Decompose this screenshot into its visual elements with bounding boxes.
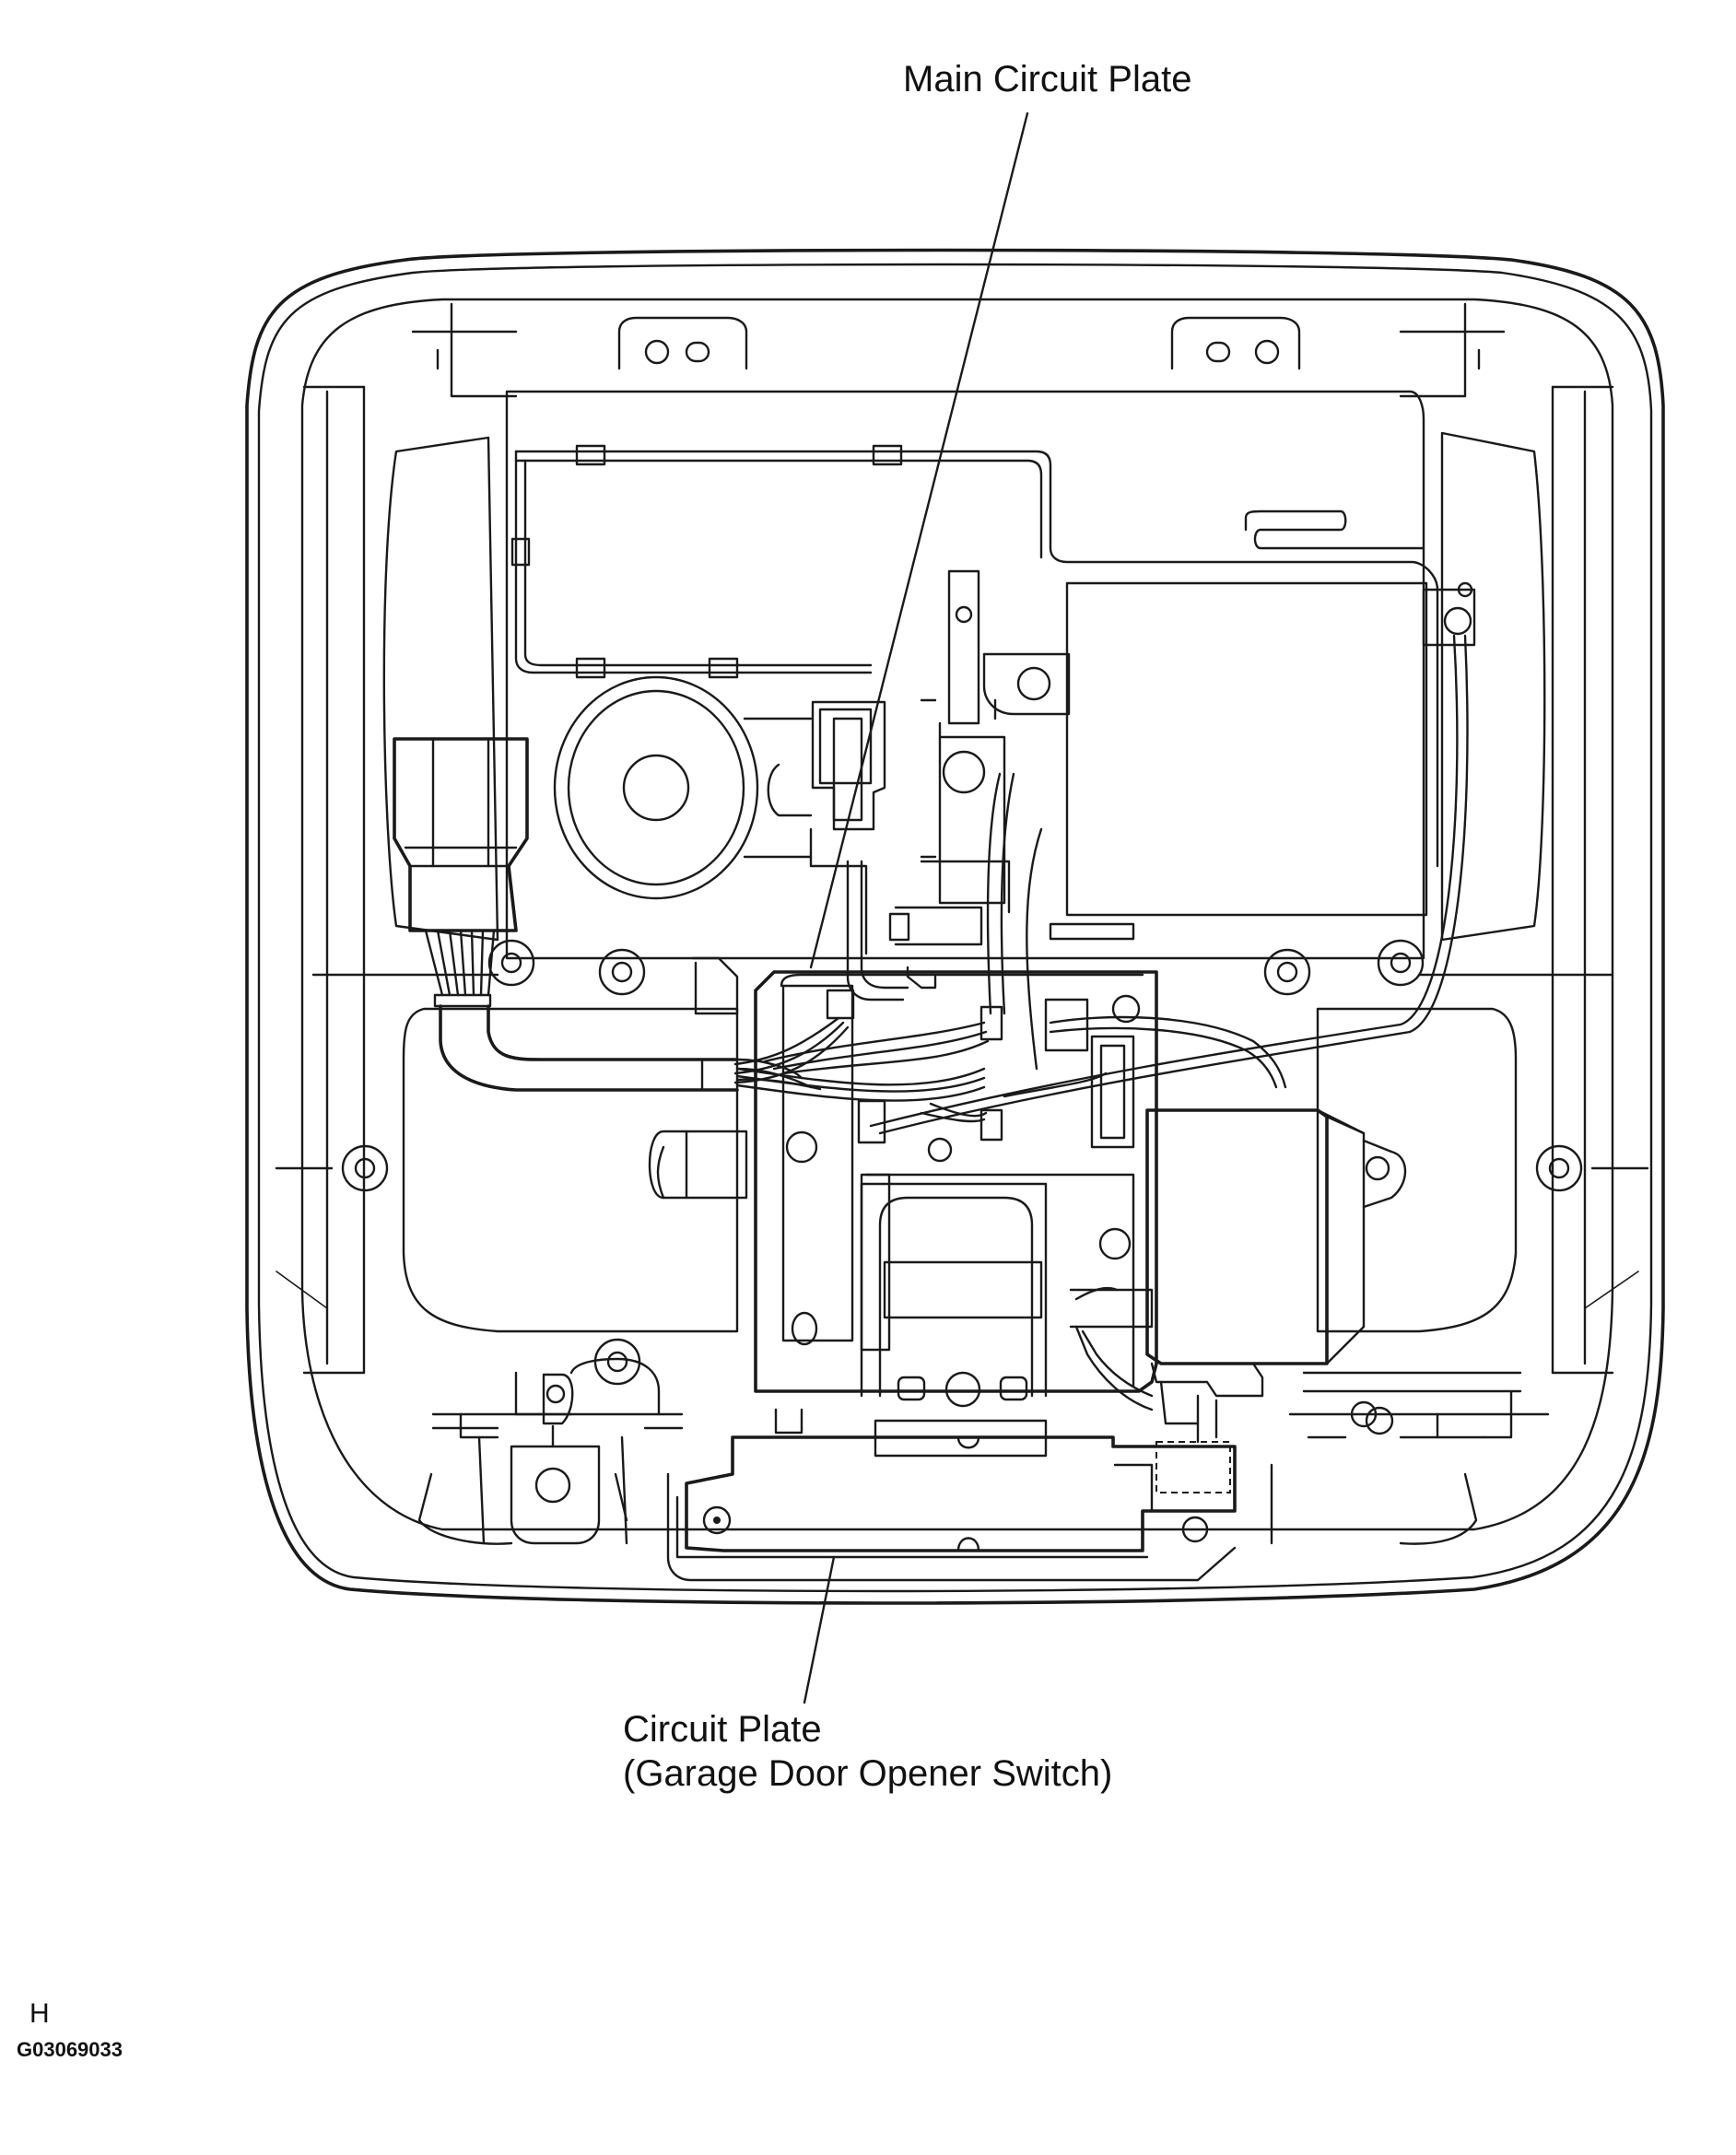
gdo-label-line-1: Circuit Plate — [623, 1709, 822, 1750]
lower-right-lamp — [1316, 1007, 1518, 1333]
main-circuit-plate — [754, 966, 1158, 1458]
console-housing — [245, 248, 1665, 1605]
wire-harness — [733, 634, 1469, 1135]
bottom-right-bracket — [459, 1371, 1550, 1545]
bottom-left-bracket — [417, 1357, 684, 1545]
main-circuit-plate-label: Main Circuit Plate — [903, 59, 1192, 100]
leader-lines — [803, 111, 1029, 1704]
gdo-circuit-plate — [666, 1435, 1237, 1582]
upper-switch-assembly — [767, 569, 1071, 955]
figure-id: G03069033 — [17, 2038, 123, 2061]
left-connector — [393, 737, 822, 1092]
top-mount-tabs — [411, 302, 1506, 398]
upper-cavity — [382, 390, 1546, 960]
buzzer-speaker — [553, 675, 813, 900]
gdo-circuit-plate-label: Circuit Plate (Garage Door Opener Switch… — [623, 1707, 1112, 1796]
lower-left-lamp — [402, 1007, 748, 1333]
corner-code: H — [29, 1998, 50, 2029]
gdo-label-line-2: (Garage Door Opener Switch) — [623, 1753, 1113, 1794]
control-module — [1069, 1108, 1407, 1493]
middle-bosses — [275, 939, 1649, 1435]
